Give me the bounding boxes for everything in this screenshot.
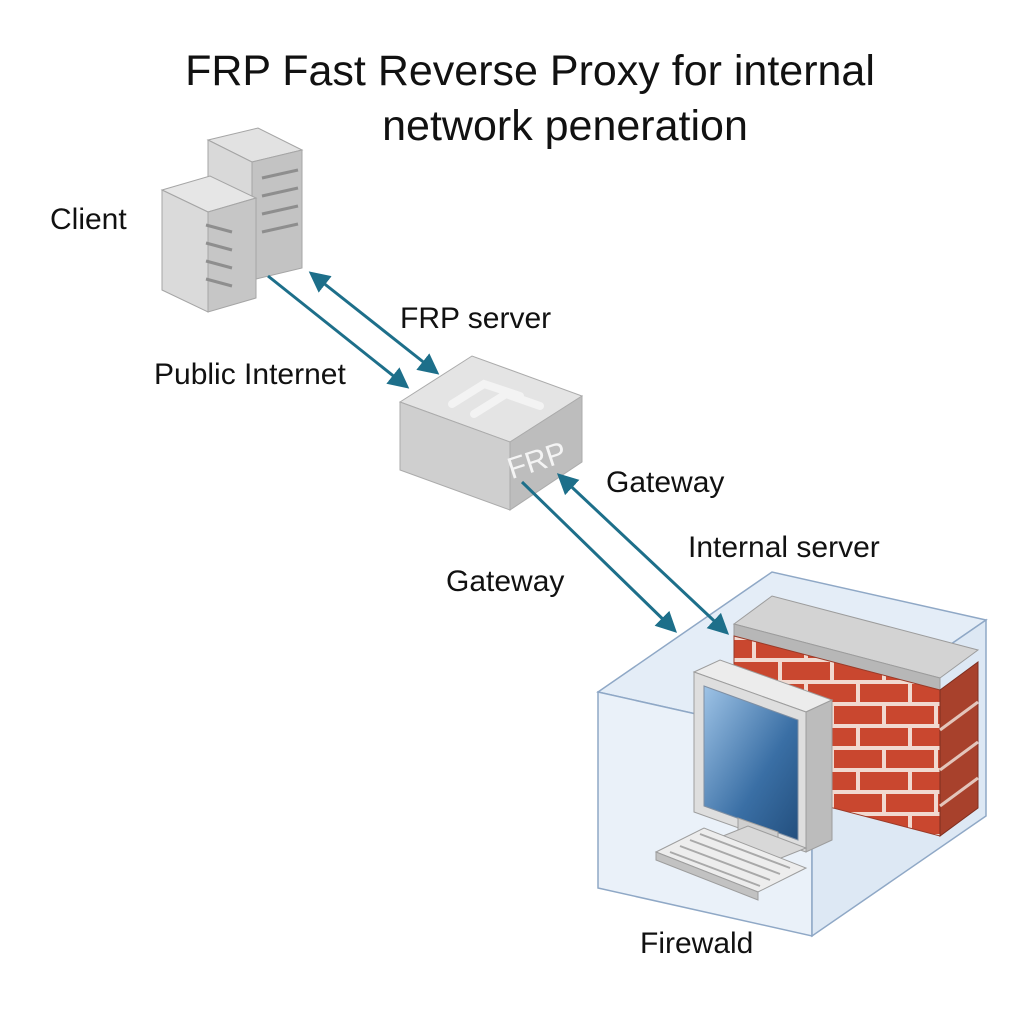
page-title: FRP Fast Reverse Proxy for internal netw… bbox=[0, 44, 1024, 154]
gateway-right-label: Gateway bbox=[606, 466, 725, 499]
frp-server-label: FRP server bbox=[400, 302, 552, 335]
gateway-left-label: Gateway bbox=[446, 565, 565, 598]
firewall-label: Firewald bbox=[640, 927, 754, 960]
arrows bbox=[267, 271, 730, 635]
public-internet-label: Public Internet bbox=[154, 358, 346, 391]
frp-proxy-box-icon bbox=[398, 355, 584, 511]
workstation-monitor-icon bbox=[692, 659, 834, 861]
title-line-2: network peneration bbox=[382, 102, 748, 150]
title-line-1: FRP Fast Reverse Proxy for internal bbox=[185, 47, 875, 95]
client-servers-icon bbox=[160, 127, 304, 313]
arrow-proxy-to-internal-right bbox=[556, 473, 730, 635]
keyboard-icon bbox=[654, 827, 808, 901]
internal-server-label: Internal server bbox=[688, 531, 880, 564]
arrow-proxy-to-client bbox=[308, 271, 440, 375]
arrow-proxy-to-internal-left bbox=[520, 480, 678, 633]
client-label: Client bbox=[50, 203, 127, 236]
